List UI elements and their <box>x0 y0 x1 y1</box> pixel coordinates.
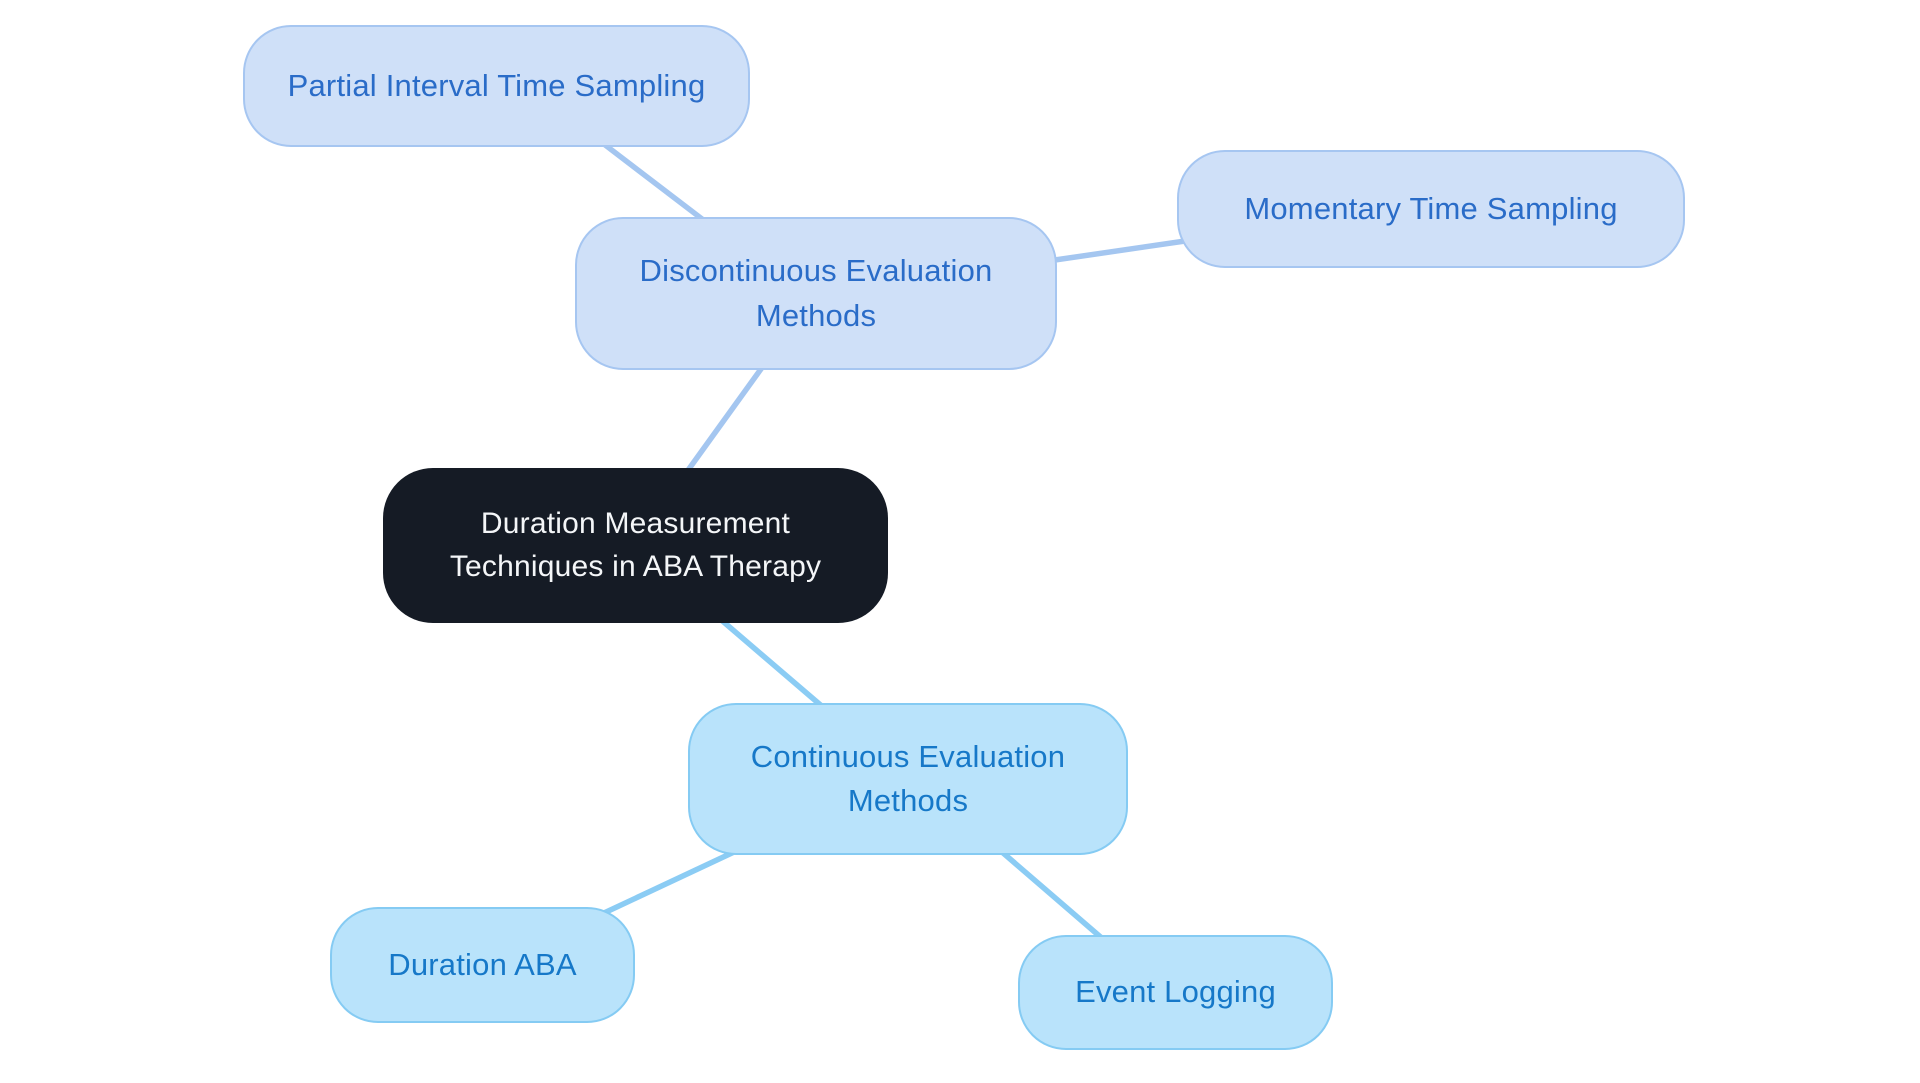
node-label: Continuous Evaluation Methods <box>750 738 1066 818</box>
node-label: Discontinuous Evaluation Methods <box>639 253 993 333</box>
node-label: Duration ABA <box>388 946 577 982</box>
node-label: Partial Interval Time Sampling <box>287 67 706 103</box>
node-discontinuous-evaluation-methods[interactable]: Discontinuous Evaluation Methods <box>575 217 1057 370</box>
node-partial-interval-time-sampling[interactable]: Partial Interval Time Sampling <box>243 25 750 147</box>
node-momentary-time-sampling[interactable]: Momentary Time Sampling <box>1177 150 1685 268</box>
node-event-logging[interactable]: Event Logging <box>1018 935 1333 1050</box>
node-label: Momentary Time Sampling <box>1244 190 1618 226</box>
node-continuous-evaluation-methods[interactable]: Continuous Evaluation Methods <box>688 703 1128 855</box>
node-label: Duration Measurement Techniques in ABA T… <box>449 506 822 583</box>
node-root-duration-measurement-techniques[interactable]: Duration Measurement Techniques in ABA T… <box>383 468 888 623</box>
connector-continuous-to-event-logging <box>1000 849 1106 943</box>
connector-continuous-to-duration-aba <box>602 849 736 916</box>
node-duration-aba[interactable]: Duration ABA <box>330 907 635 1023</box>
connector-discontinuous-to-central <box>683 360 769 475</box>
connector-partial-to-discontinuous <box>594 135 708 225</box>
node-label: Event Logging <box>1075 974 1276 1010</box>
connector-central-to-continuous <box>717 615 826 711</box>
connector-discontinuous-to-momentary <box>1047 237 1193 264</box>
